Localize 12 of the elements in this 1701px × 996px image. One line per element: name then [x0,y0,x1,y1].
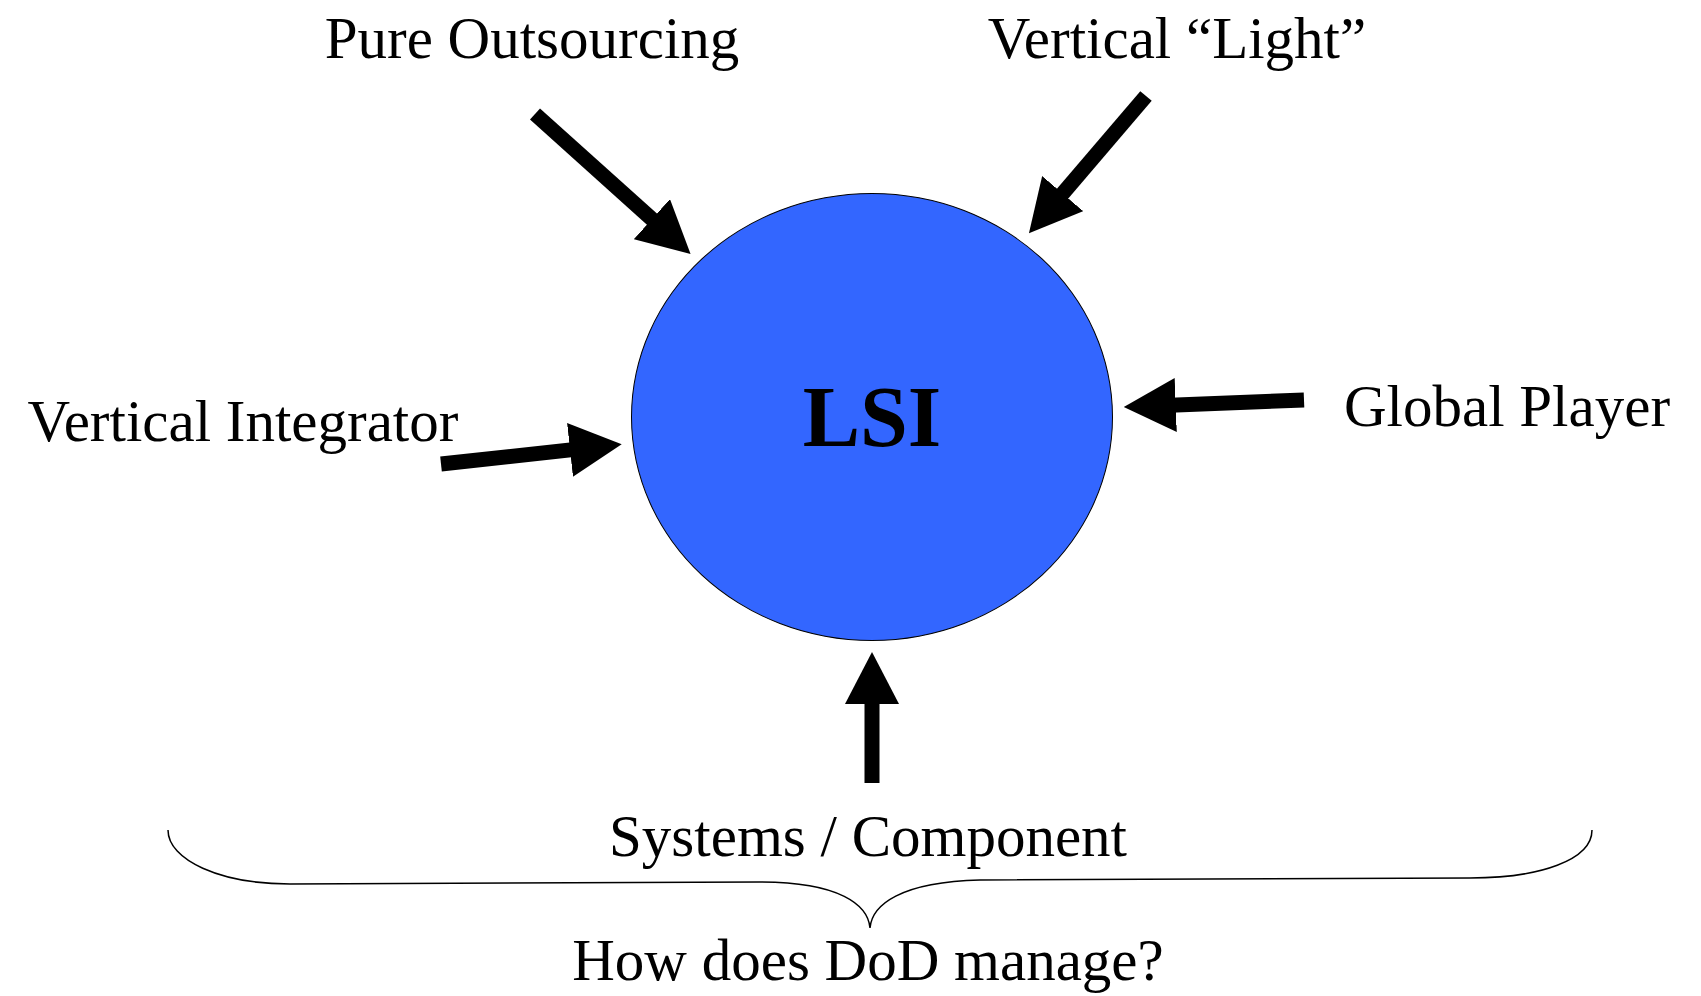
arrow [530,108,691,254]
node-label: Global Player [1343,373,1671,439]
circle-label: LSI [802,374,942,460]
arrow [1123,378,1305,433]
node-label: Pure Outsourcing [324,5,740,71]
question-text: How does DoD manage? [572,927,1164,993]
arrow [440,423,622,477]
arrow [845,652,899,783]
node-label: Systems / Component [609,803,1127,869]
node-label: Vertical Integrator [27,388,459,454]
node-label: Vertical “Light” [987,5,1367,71]
arrow [1028,91,1152,234]
